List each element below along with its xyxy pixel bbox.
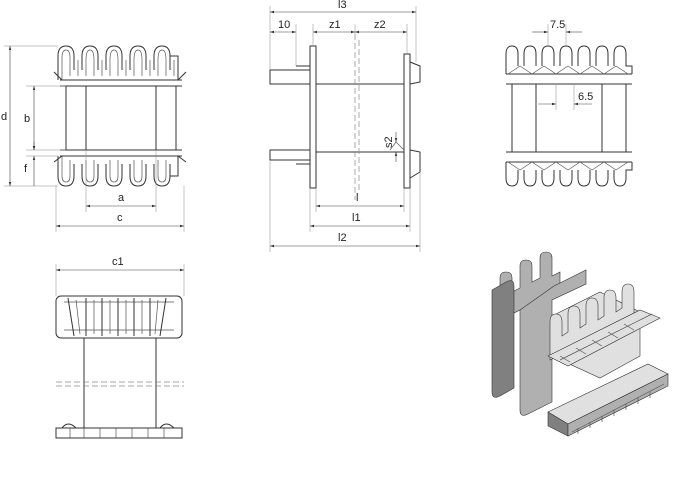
dim-label-6-5: 6.5	[578, 91, 593, 103]
front-core	[85, 85, 157, 151]
dim-label-f: f	[24, 163, 28, 175]
dim-label-s2: s2	[383, 136, 395, 148]
right-view: 7.5 6.5	[505, 19, 633, 187]
side-left-flange	[309, 45, 317, 189]
dim-label-l2: l2	[338, 232, 347, 244]
front-top-comb	[57, 45, 179, 80]
dim-label-z2: z2	[374, 19, 386, 31]
iso-back-comb	[499, 251, 561, 321]
iso-front-comb	[549, 283, 635, 361]
dim-label-l3: l3	[338, 0, 347, 11]
bottom-base	[55, 427, 183, 439]
iso-left-plate	[491, 280, 515, 398]
dim-label-l: l	[356, 192, 358, 204]
dim-label-z1: z1	[329, 19, 341, 31]
dim-label-b: b	[24, 113, 30, 125]
iso-base-side	[567, 373, 669, 437]
front-view: a c d b f	[1, 45, 187, 232]
dim-label-l1: l1	[352, 212, 361, 224]
front-bottom-comb	[57, 156, 179, 187]
side-right-flange	[403, 53, 411, 189]
right-core	[535, 83, 603, 153]
dim-label-7-5: 7.5	[550, 19, 565, 31]
dim-label-a: a	[118, 192, 125, 204]
isometric-view	[491, 251, 669, 437]
side-view: l3 10 z1 z2 s2 l l1 l2	[269, 0, 421, 252]
iso-flange	[519, 269, 587, 416]
dim-label-c: c	[117, 212, 123, 224]
dim-label-10: 10	[278, 19, 290, 31]
dim-label-d: d	[1, 111, 7, 123]
dim-label-c1: c1	[112, 256, 124, 268]
bottom-view: c1	[55, 256, 185, 439]
